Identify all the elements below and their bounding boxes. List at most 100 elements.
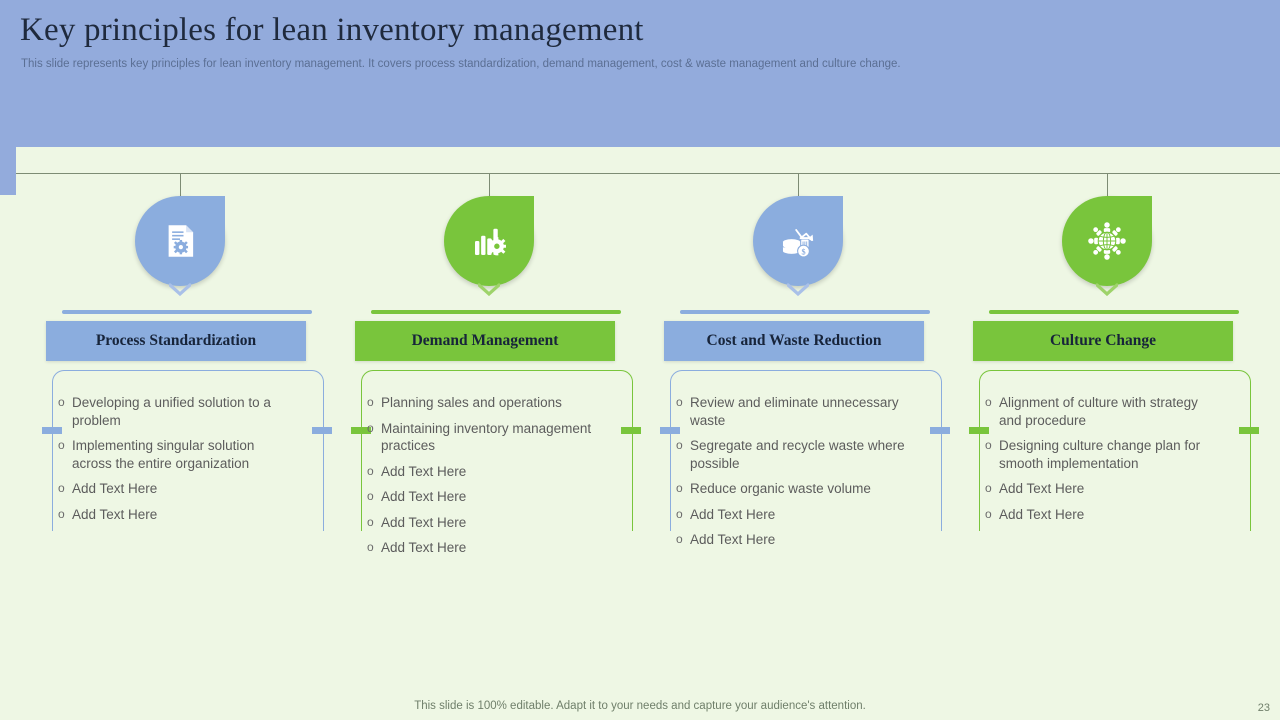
list-item-label: Review and eliminate unnecessary waste bbox=[690, 395, 899, 428]
bullet-glyph: o bbox=[58, 438, 65, 452]
global-network-people-icon bbox=[1062, 196, 1152, 286]
list-item[interactable]: o Add Text Here bbox=[367, 463, 596, 481]
bracket-tick-right-2 bbox=[621, 427, 641, 434]
page-number: 23 bbox=[1257, 702, 1270, 714]
coins-waste-decline-icon: $ bbox=[753, 196, 843, 286]
list-item-label: Maintaining inventory management practic… bbox=[381, 420, 592, 454]
accent-line-2 bbox=[371, 310, 621, 314]
chevron-down-icon-3 bbox=[787, 283, 809, 297]
page-title: Key principles for lean inventory manage… bbox=[20, 12, 644, 48]
list-item-label: Add Text Here bbox=[381, 463, 467, 479]
category-title-1[interactable]: Process Standardization bbox=[46, 321, 306, 361]
category-title-label-2: Demand Management bbox=[411, 332, 559, 349]
badge-1[interactable] bbox=[135, 196, 225, 286]
column-process-standardization: Process Standardization o Developing a un… bbox=[25, 0, 335, 720]
list-item-label: Add Text Here bbox=[690, 532, 776, 547]
bullet-glyph: o bbox=[676, 532, 683, 546]
bullet-glyph: o bbox=[676, 506, 683, 521]
column-demand-management: Demand Management o Planning sales and op… bbox=[334, 0, 644, 720]
timeline-spine bbox=[16, 173, 1280, 174]
document-gear-icon bbox=[135, 196, 225, 286]
list-item-label: Alignment of culture with strategy and p… bbox=[999, 395, 1198, 428]
bullet-glyph: o bbox=[367, 395, 374, 409]
column-cost-and-waste-reduction: $ Cost and Waste Reduction o Review and e… bbox=[643, 0, 953, 720]
bullet-glyph: o bbox=[985, 506, 992, 521]
bullet-glyph: o bbox=[676, 438, 683, 452]
bullet-glyph: o bbox=[367, 420, 374, 435]
category-title-4[interactable]: Culture Change bbox=[973, 321, 1233, 361]
bullet-glyph: o bbox=[367, 514, 374, 529]
list-item[interactable]: o Add Text Here bbox=[58, 506, 287, 524]
bar-chart-gear-icon bbox=[444, 196, 534, 286]
list-item[interactable]: o Review and eliminate unnecessary waste bbox=[676, 394, 905, 429]
bracket-tick-left-4 bbox=[969, 427, 989, 434]
badge-3[interactable]: $ bbox=[753, 196, 843, 286]
bracket-tick-left-1 bbox=[42, 427, 62, 434]
list-item[interactable]: o Add Text Here bbox=[367, 539, 596, 557]
list-item[interactable]: o Maintaining inventory management practi… bbox=[367, 420, 596, 455]
bullet-glyph: o bbox=[58, 506, 65, 521]
bracket-tick-right-1 bbox=[312, 427, 332, 434]
category-title-label-3: Cost and Waste Reduction bbox=[706, 332, 882, 349]
bracket-tick-right-4 bbox=[1239, 427, 1259, 434]
connector-line-2 bbox=[489, 173, 490, 213]
list-item-label: Add Text Here bbox=[690, 506, 776, 522]
bullet-glyph: o bbox=[676, 481, 683, 495]
list-item[interactable]: o Developing a unified solution to a prob… bbox=[58, 394, 287, 429]
connector-line-1 bbox=[180, 173, 181, 213]
category-title-label-1: Process Standardization bbox=[95, 332, 257, 349]
chevron-down-icon-4 bbox=[1096, 283, 1118, 297]
list-item-label: Designing culture change plan for smooth… bbox=[999, 438, 1201, 471]
chevron-down-icon-1 bbox=[169, 283, 191, 297]
list-item-label: Segregate and recycle waste where possib… bbox=[690, 438, 905, 471]
list-item-label: Add Text Here bbox=[381, 489, 467, 504]
bullet-bracket-2 bbox=[361, 370, 633, 531]
list-item[interactable]: o Implementing singular solution across t… bbox=[58, 437, 287, 472]
list-item[interactable]: o Designing culture change plan for smoot… bbox=[985, 437, 1214, 472]
bullet-glyph: o bbox=[985, 481, 992, 495]
list-item-label: Implementing singular solution across th… bbox=[72, 438, 255, 471]
bracket-tick-right-3 bbox=[930, 427, 950, 434]
category-title-label-4: Culture Change bbox=[1049, 332, 1157, 349]
bracket-tick-left-2 bbox=[351, 427, 371, 434]
svg-text:$: $ bbox=[801, 247, 805, 256]
badge-2[interactable] bbox=[444, 196, 534, 286]
page-subtitle: This slide represents key principles for… bbox=[21, 58, 901, 70]
bullet-glyph: o bbox=[676, 395, 683, 409]
list-item[interactable]: o Add Text Here bbox=[985, 506, 1214, 524]
connector-line-4 bbox=[1107, 173, 1108, 213]
accent-line-4 bbox=[989, 310, 1239, 314]
bullet-glyph: o bbox=[367, 540, 374, 554]
accent-line-3 bbox=[680, 310, 930, 314]
bullet-bracket-4 bbox=[979, 370, 1251, 531]
list-item-label: Developing a unified solution to a probl… bbox=[72, 395, 271, 428]
list-item-label: Add Text Here bbox=[381, 540, 467, 555]
header-band bbox=[0, 0, 1280, 147]
bullet-list-4: o Alignment of culture with strategy and … bbox=[985, 394, 1214, 531]
bullet-glyph: o bbox=[58, 395, 65, 409]
list-item-label: Add Text Here bbox=[72, 506, 158, 522]
list-item[interactable]: o Add Text Here bbox=[676, 531, 905, 549]
list-item[interactable]: o Add Text Here bbox=[676, 506, 905, 524]
bracket-tick-left-3 bbox=[660, 427, 680, 434]
category-title-2[interactable]: Demand Management bbox=[355, 321, 615, 361]
list-item[interactable]: o Planning sales and operations bbox=[367, 394, 596, 412]
chevron-down-icon-2 bbox=[478, 283, 500, 297]
bullet-glyph: o bbox=[985, 438, 992, 452]
badge-4[interactable] bbox=[1062, 196, 1152, 286]
list-item-label: Planning sales and operations bbox=[381, 395, 562, 410]
header-left-strip bbox=[0, 147, 16, 195]
category-title-3[interactable]: Cost and Waste Reduction bbox=[664, 321, 924, 361]
bullet-list-1: o Developing a unified solution to a prob… bbox=[58, 394, 287, 531]
list-item[interactable]: o Segregate and recycle waste where possi… bbox=[676, 437, 905, 472]
bullet-bracket-1 bbox=[52, 370, 324, 531]
list-item-label: Add Text Here bbox=[999, 506, 1085, 522]
bullet-glyph: o bbox=[367, 463, 374, 478]
